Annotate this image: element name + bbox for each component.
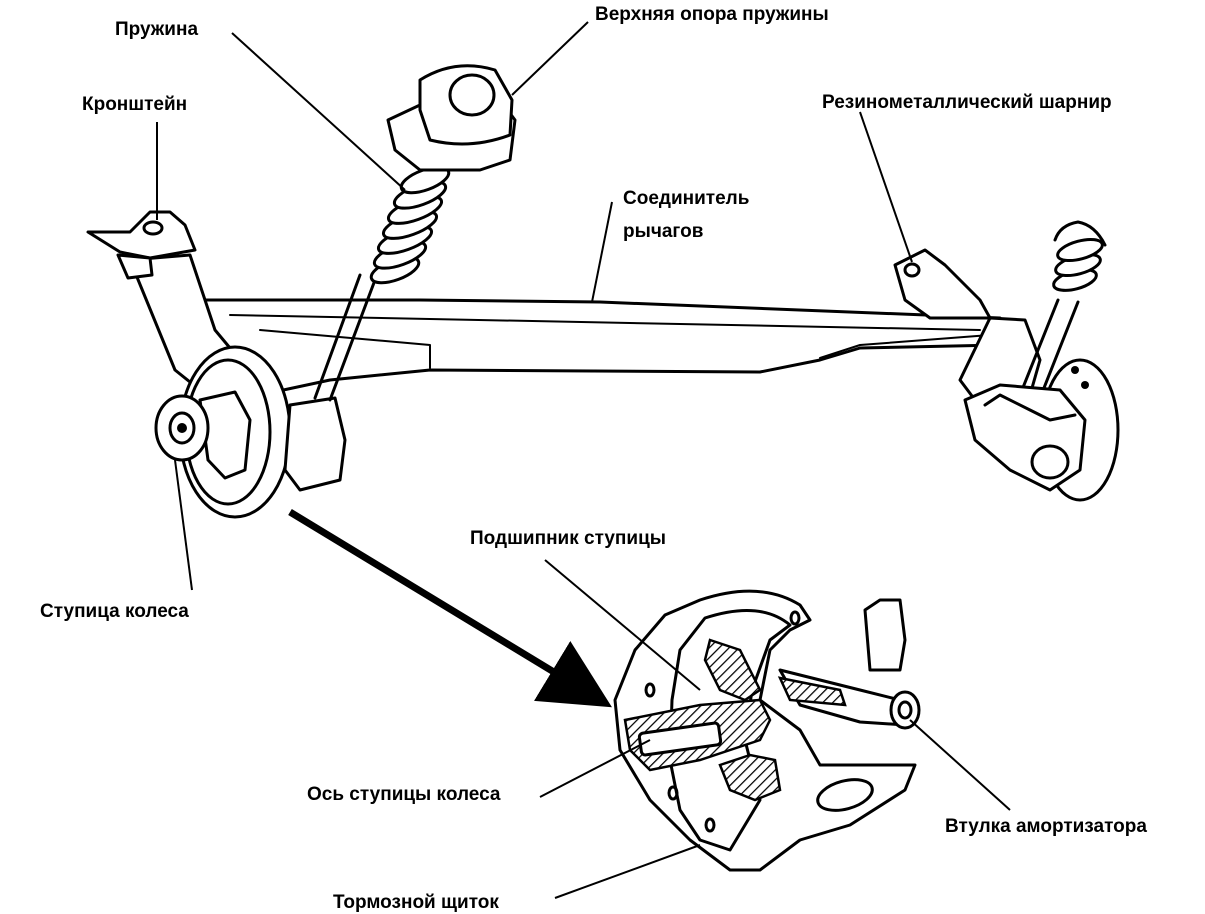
label-wheel-hub: Ступица колеса	[40, 601, 189, 622]
left-spring-damper	[313, 64, 517, 402]
labels: Пружина Верхняя опора пружины Кронштейн …	[40, 4, 1147, 913]
leader-joint	[859, 111, 913, 263]
leader-spring	[231, 32, 406, 191]
label-arm-connector-line2: рычагов	[623, 221, 703, 242]
leader-hub-bearing	[544, 559, 701, 691]
left-wheel-hub	[154, 345, 347, 519]
leader-wheel-hub	[174, 459, 193, 591]
label-spring: Пружина	[115, 19, 198, 40]
leader-brake-shield	[554, 844, 701, 899]
leader-shock-bushing	[909, 719, 1011, 811]
bracket-left	[86, 210, 197, 280]
right-wheel-hub	[963, 358, 1120, 502]
leader-connector	[591, 201, 613, 303]
spring-coils	[369, 165, 451, 285]
label-shock-bushing: Втулка амортизатора	[945, 816, 1147, 837]
right-joint-bracket	[893, 248, 992, 320]
leader-lines	[156, 21, 1011, 899]
label-bracket: Кронштейн	[82, 94, 187, 115]
detail-arrow	[288, 509, 612, 708]
leader-spring-top-mount	[511, 21, 589, 96]
label-spring-top-mount: Верхняя опора пружины	[595, 4, 829, 25]
label-rubber-metal-joint: Резинометаллический шарнир	[822, 92, 1112, 113]
leader-hub-axle	[539, 739, 651, 798]
right-spring-damper	[1018, 220, 1107, 400]
label-hub-axle: Ось ступицы колеса	[307, 784, 501, 805]
label-arm-connector-line1: Соединитель	[623, 188, 749, 209]
label-brake-shield: Тормозной щиток	[333, 892, 499, 913]
spring-top-mount	[386, 64, 517, 172]
label-hub-bearing: Подшипник ступицы	[470, 528, 666, 549]
hub-cutaway-detail	[613, 589, 921, 872]
